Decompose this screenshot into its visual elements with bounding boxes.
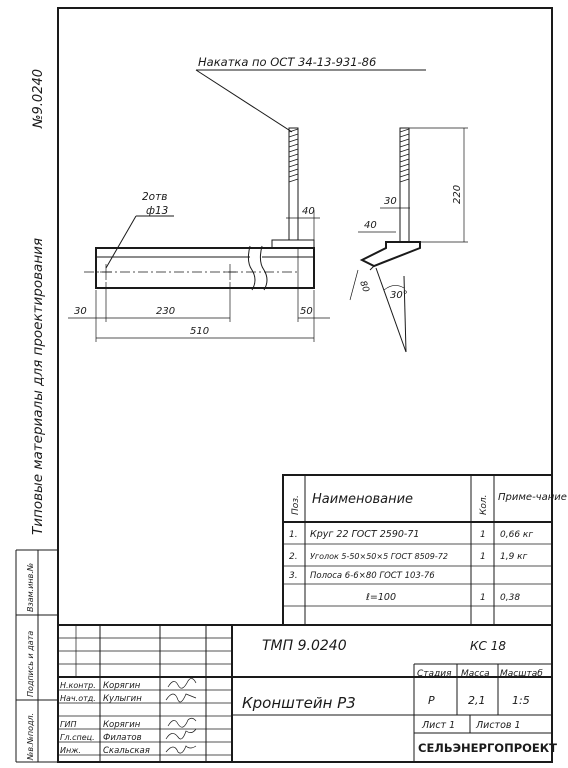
- name-gl-spec: Филатов: [103, 733, 142, 743]
- angle-bar: [95, 247, 315, 289]
- name-n-kontr: Корягин: [103, 681, 141, 691]
- dim-230: 230: [156, 306, 175, 317]
- spec-row-1-name: Круг 22 ГОСТ 2590-71: [310, 529, 419, 540]
- scale-value: 1:5: [512, 694, 530, 707]
- title-block: ТМП 9.0240 КС 18 Кронштейн Р3 Стадия Мас…: [57, 624, 557, 763]
- spec-row-3-pos: 3.: [289, 571, 298, 581]
- base-plate: [271, 239, 315, 249]
- spec-row-2-pos: 2.: [289, 552, 298, 562]
- mass-header: Масса: [461, 669, 490, 679]
- sheets-total: Листов 1: [475, 720, 521, 731]
- signature-4: [165, 728, 197, 740]
- side-view: 220 30 40 80 30°: [349, 127, 468, 353]
- sheet-code: КС 18: [470, 639, 506, 653]
- holes-count: 2отв: [142, 191, 167, 203]
- spec-row-1-pos: 1.: [289, 530, 298, 540]
- side-rod: [399, 127, 410, 243]
- organization: СЕЛЬЭНЕРГОПРОЕКТ: [418, 741, 557, 755]
- series-number: №9.0240: [31, 69, 46, 129]
- signature-5: [165, 745, 197, 754]
- dim-30-left: 30: [74, 306, 87, 317]
- signature-3: [167, 717, 197, 728]
- role-nach-otd: Нач.отд.: [60, 694, 96, 703]
- doc-code: ТМП 9.0240: [262, 638, 347, 654]
- name-nach-otd: Кулыгин: [103, 694, 142, 704]
- spec-row-4-qty: 1: [480, 593, 486, 603]
- signature-1: [167, 678, 197, 689]
- holes-diameter: ф13: [146, 205, 168, 217]
- name-gip: Корягин: [103, 720, 141, 730]
- name-inzh: Скальская: [103, 746, 150, 756]
- spec-table: Поз. Наименование Кол. Приме-чание 1. Кр…: [282, 474, 567, 626]
- spec-row-2-name: Уголок 5-50×50×5 ГОСТ 8509-72: [310, 552, 448, 561]
- front-view: Накатка по ОСТ 34-13-931-86 2отв ф13 40 …: [68, 55, 426, 342]
- side-angle: 30°: [390, 290, 408, 301]
- side-dim-220: 220: [452, 185, 463, 204]
- role-n-kontr: Н.контр.: [60, 681, 96, 690]
- dim-510: 510: [190, 326, 209, 337]
- spec-header-note: Приме-чание: [498, 492, 567, 503]
- dim-40-top: 40: [302, 206, 315, 217]
- spec-header-name: Наименование: [312, 492, 413, 507]
- side-dim-30: 30: [384, 196, 397, 207]
- role-gl-spec: Гл.спец.: [60, 733, 95, 742]
- sheet-number: Лист 1: [421, 720, 455, 731]
- part-title: Кронштейн Р3: [242, 694, 356, 712]
- spec-row-4-note: 0,38: [500, 593, 520, 603]
- sign-date-label: Подпись и дата: [26, 631, 35, 697]
- spec-header-qty: Кол.: [479, 494, 489, 515]
- spec-row-1-note: 0,66 кг: [500, 530, 533, 540]
- stage-value: Р: [428, 694, 435, 707]
- spec-row-4-name: ℓ=100: [366, 592, 396, 603]
- side-angle-profile: [359, 241, 421, 268]
- threaded-rod: [288, 127, 299, 241]
- role-gip: ГИП: [60, 720, 76, 729]
- spec-header-pos: Поз.: [291, 495, 301, 515]
- side-dim-80: 80: [357, 280, 370, 294]
- side-dim-40: 40: [364, 220, 377, 231]
- spec-row-2-note: 1,9 кг: [500, 552, 528, 562]
- inv-orig-label: №в.№подл.: [26, 713, 35, 761]
- spec-row-3-name: Полоса 6-6×80 ГОСТ 103-76: [310, 571, 435, 581]
- left-strip: №9.0240 Типовые материалы для проектиров…: [15, 69, 58, 763]
- role-inzh: Инж.: [60, 746, 81, 755]
- spec-row-2-qty: 1: [480, 552, 486, 562]
- signature-2: [165, 693, 197, 703]
- scale-header: Масштаб: [500, 669, 543, 679]
- series-title: Типовые материалы для проектирования: [30, 238, 46, 535]
- spec-row-1-qty: 1: [480, 530, 486, 540]
- knurl-note: Накатка по ОСТ 34-13-931-86: [198, 55, 376, 69]
- inv-dubl-label: Взам.инв.№: [26, 563, 35, 612]
- stage-header: Стадия: [417, 669, 452, 679]
- dim-50: 50: [300, 306, 313, 317]
- mass-value: 2,1: [468, 694, 486, 707]
